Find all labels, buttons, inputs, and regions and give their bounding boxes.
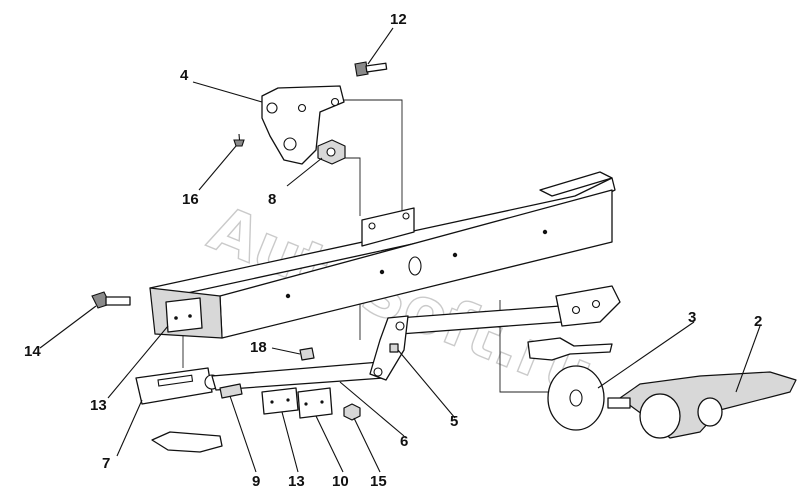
callout-labels: 12 4 16 8 14 13 7 18 9 13 10 15 6 5 3 2 <box>24 11 762 490</box>
link-rods <box>211 305 563 391</box>
nut-15 <box>343 403 361 421</box>
callout-16: 16 <box>182 191 199 208</box>
latch-bracket <box>555 285 621 327</box>
callout-8: 8 <box>268 191 276 208</box>
leader-lines <box>39 27 761 473</box>
bolt-12 <box>354 61 388 77</box>
latch-clip <box>527 337 613 361</box>
screw-16 <box>233 133 245 147</box>
escutcheon-3 <box>547 365 605 431</box>
plate-13-lower <box>261 387 299 415</box>
callout-6: 6 <box>400 433 408 450</box>
lower-bracket <box>151 431 223 453</box>
plate-10 <box>297 387 333 419</box>
callout-13-lower: 13 <box>288 473 305 490</box>
callout-5: 5 <box>450 413 458 430</box>
plate-13-left <box>165 297 203 333</box>
callout-4: 4 <box>180 67 189 84</box>
bolt-14 <box>91 291 131 309</box>
callout-14: 14 <box>24 343 41 360</box>
bushing-9 <box>219 383 243 399</box>
bell-crank-5 <box>369 315 409 381</box>
callout-12: 12 <box>390 11 407 28</box>
lever-7 <box>135 367 220 405</box>
callout-18: 18 <box>250 339 267 356</box>
callout-3: 3 <box>688 309 696 326</box>
callout-13-left: 13 <box>90 397 107 414</box>
callout-2: 2 <box>754 313 762 330</box>
callout-9: 9 <box>252 473 260 490</box>
callout-10: 10 <box>332 473 349 490</box>
nut-8 <box>317 139 346 165</box>
clip-18 <box>299 347 315 361</box>
callout-15: 15 <box>370 473 387 490</box>
upper-bracket <box>261 85 345 165</box>
handle-2 <box>607 371 797 439</box>
callout-7: 7 <box>102 455 110 472</box>
